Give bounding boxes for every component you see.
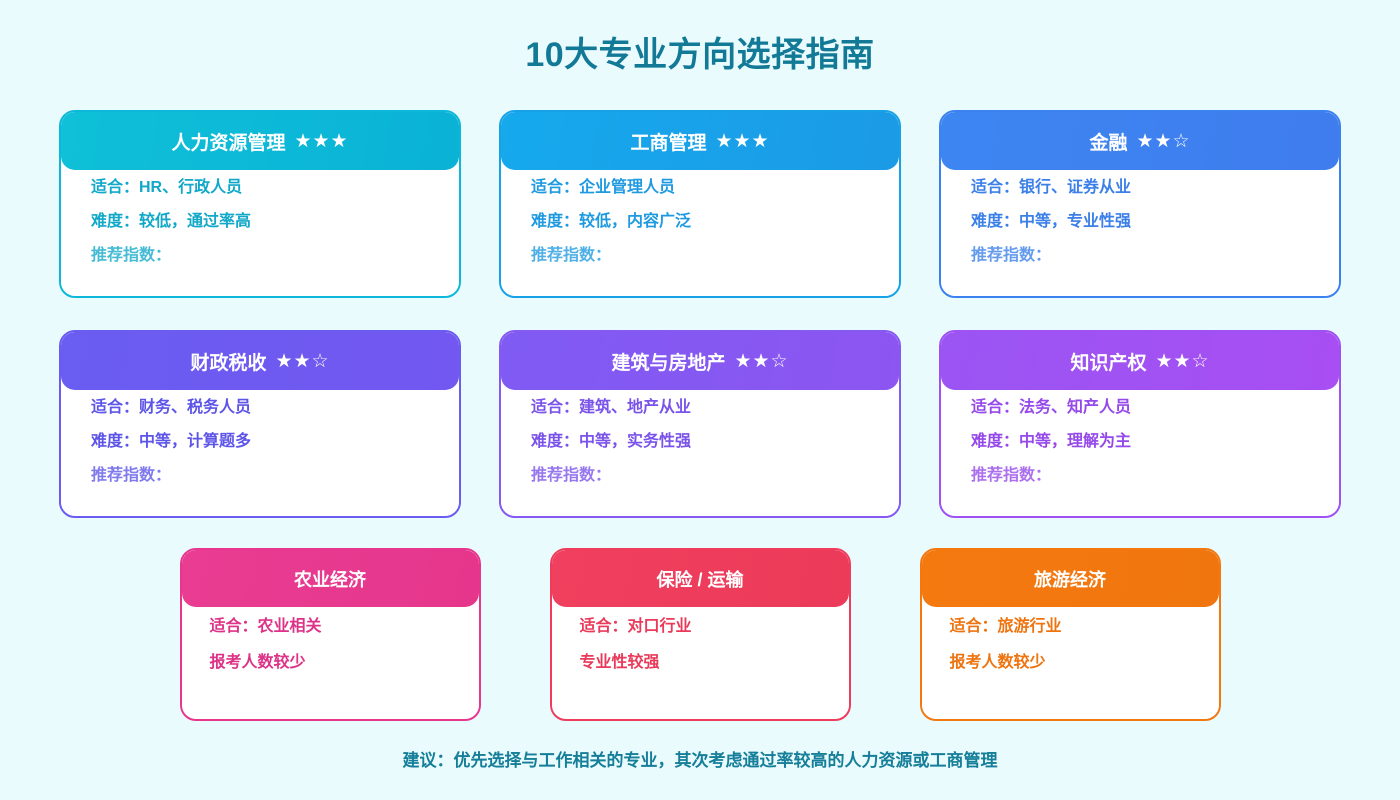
major-card-body: 适合：旅游行业报考人数较少: [921, 599, 1219, 719]
major-card-body: 适合：对口行业专业性较强: [551, 599, 849, 719]
major-card-body: 适合：银行、证券从业难度：中等，专业性强推荐指数：: [941, 162, 1339, 296]
major-card-body: 适合：建筑、地产从业难度：中等，实务性强推荐指数：: [501, 382, 899, 516]
star-rating-icon: ★★★: [294, 130, 349, 152]
major-card-detail-line: 报考人数较少: [209, 654, 306, 671]
star-rating-icon: ★★☆: [275, 350, 330, 372]
star-rating-icon: ★★☆: [1155, 350, 1210, 372]
major-card-header: 保险 / 运输: [551, 550, 849, 607]
star-rating-icon: ★★☆: [1136, 130, 1191, 152]
major-card[interactable]: 知识产权 ★★☆ 适合：法务、知产人员难度：中等，理解为主推荐指数：: [939, 330, 1341, 518]
major-card-detail-line: 适合：旅游行业: [949, 618, 1062, 635]
major-card-title: 保险 / 运输: [656, 569, 744, 590]
major-card-detail-line: 适合：企业管理人员: [531, 179, 676, 196]
major-card-title: 旅游经济: [1034, 569, 1106, 590]
major-card-header: 人力资源管理 ★★★: [61, 112, 459, 170]
major-card-body: 适合：财务、税务人员难度：中等，计算题多推荐指数：: [61, 382, 459, 516]
major-card-detail-line: 难度：较低，通过率高: [91, 213, 252, 230]
major-card-body: 适合：HR、行政人员难度：较低，通过率高推荐指数：: [61, 162, 459, 296]
major-card-detail-line: 推荐指数：: [91, 247, 172, 264]
major-card-detail-line: 推荐指数：: [531, 247, 612, 264]
page-title: 10大专业方向选择指南: [525, 36, 875, 74]
major-card-detail-line: 难度：中等，计算题多: [91, 433, 252, 450]
major-card-title: 财政税收: [190, 352, 267, 374]
major-card[interactable]: 金融 ★★☆ 适合：银行、证券从业难度：中等，专业性强推荐指数：: [939, 110, 1341, 298]
card-row-3: 农业经济适合：农业相关报考人数较少保险 / 运输适合：对口行业专业性较强旅游经济…: [0, 548, 1400, 721]
major-card-title: 金融: [1089, 132, 1128, 154]
major-card-title: 知识产权: [1070, 352, 1147, 374]
major-card-detail-line: 适合：财务、税务人员: [91, 399, 252, 416]
major-card-title: 建筑与房地产: [611, 352, 726, 374]
major-card-header: 工商管理 ★★★: [501, 112, 899, 170]
major-card-detail-line: 推荐指数：: [971, 247, 1052, 264]
major-card-header: 金融 ★★☆: [941, 112, 1339, 170]
major-card-detail-line: 报考人数较少: [949, 654, 1046, 671]
major-card-title: 农业经济: [294, 569, 366, 590]
major-card[interactable]: 建筑与房地产 ★★☆ 适合：建筑、地产从业难度：中等，实务性强推荐指数：: [499, 330, 901, 518]
major-card-detail-line: 适合：法务、知产人员: [971, 399, 1132, 416]
major-card-detail-line: 适合：HR、行政人员: [91, 179, 243, 196]
card-row-1: 人力资源管理★★★适合：HR、行政人员难度：较低，通过率高推荐指数：工商管理★★…: [0, 110, 1400, 298]
major-card-detail-line: 难度：中等，专业性强: [971, 213, 1132, 230]
star-rating-icon: ★★☆: [734, 350, 789, 372]
major-card[interactable]: 保险 / 运输适合：对口行业专业性较强: [549, 548, 851, 721]
major-card-detail-line: 推荐指数：: [531, 467, 612, 484]
major-card-detail-line: 推荐指数：: [971, 467, 1052, 484]
major-card[interactable]: 工商管理 ★★★ 适合：企业管理人员难度：较低，内容广泛推荐指数：: [499, 110, 901, 298]
major-card-header: 财政税收 ★★☆: [61, 332, 459, 390]
major-card[interactable]: 农业经济适合：农业相关报考人数较少: [179, 548, 481, 721]
major-card-title: 人力资源管理: [171, 132, 286, 154]
major-card-detail-line: 适合：银行、证券从业: [971, 179, 1132, 196]
major-card-header: 农业经济: [181, 550, 479, 607]
star-rating-icon: ★★★: [715, 130, 770, 152]
major-card-body: 适合：法务、知产人员难度：中等，理解为主推荐指数：: [941, 382, 1339, 516]
major-card-detail-line: 难度：较低，内容广泛: [531, 213, 692, 230]
major-card-detail-line: 适合：农业相关: [209, 618, 322, 635]
major-card-header: 旅游经济: [921, 550, 1219, 607]
major-card-body: 适合：企业管理人员难度：较低，内容广泛推荐指数：: [501, 162, 899, 296]
major-card-detail-line: 专业性较强: [579, 654, 660, 671]
major-card-header: 知识产权 ★★☆: [941, 332, 1339, 390]
recommendation-footer: 建议：优先选择与工作相关的专业，其次考虑通过率较高的人力资源或工商管理: [402, 751, 998, 770]
major-card-header: 建筑与房地产 ★★☆: [501, 332, 899, 390]
major-card-detail-line: 难度：中等，理解为主: [971, 433, 1132, 450]
major-card-detail-line: 适合：对口行业: [579, 618, 692, 635]
card-row-2: 财政税收★★☆适合：财务、税务人员难度：中等，计算题多推荐指数：建筑与房地产★★…: [0, 330, 1400, 518]
major-card[interactable]: 旅游经济适合：旅游行业报考人数较少: [919, 548, 1221, 721]
major-card-title: 工商管理: [630, 132, 707, 154]
major-card-detail-line: 推荐指数：: [91, 467, 172, 484]
major-card-body: 适合：农业相关报考人数较少: [181, 599, 479, 719]
major-card-detail-line: 适合：建筑、地产从业: [531, 399, 692, 416]
major-card[interactable]: 人力资源管理 ★★★ 适合：HR、行政人员难度：较低，通过率高推荐指数：: [59, 110, 461, 298]
major-card[interactable]: 财政税收 ★★☆ 适合：财务、税务人员难度：中等，计算题多推荐指数：: [59, 330, 461, 518]
major-card-detail-line: 难度：中等，实务性强: [531, 433, 692, 450]
